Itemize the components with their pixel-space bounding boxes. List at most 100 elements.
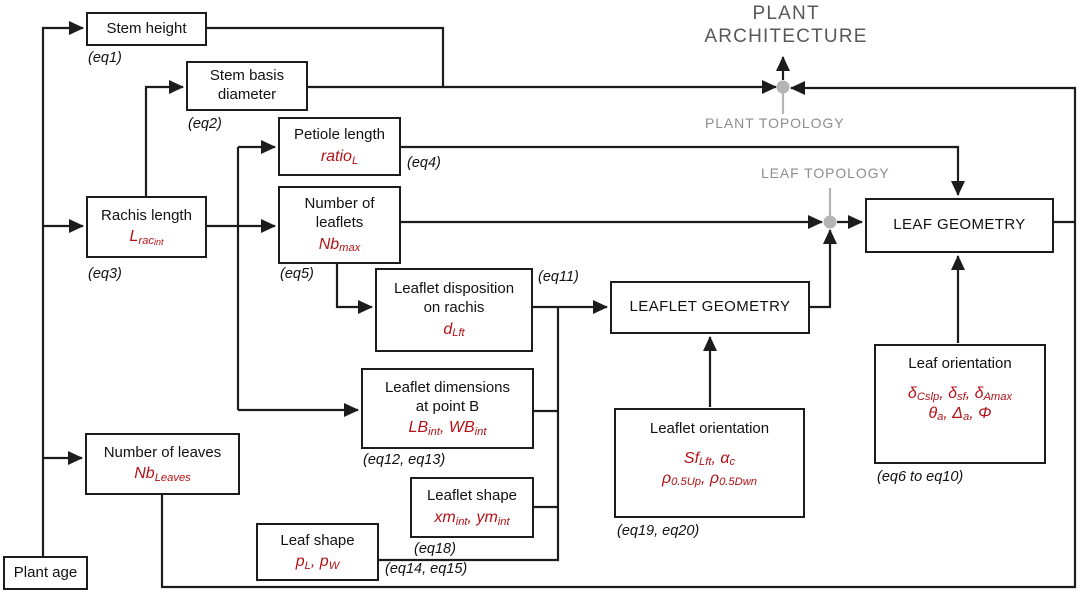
param-token: , [939,384,949,402]
param-token: L [129,228,139,246]
param-token: α [720,449,730,467]
param-token: 0.5Dwn [719,476,758,489]
plant-architecture-title: PLANT ARCHITECTURE [676,2,896,48]
param-token: Lft [699,456,712,469]
param-token: sf [956,391,966,404]
node-label: Leaflet shape [426,487,518,505]
param-token: rac [138,235,154,248]
node-leaflet-dimensions: Leaflet dimensions at point B LBint, WBi… [361,368,534,449]
param-token: Lft [452,327,465,340]
node-label: LEAFLET GEOMETRY [629,298,791,316]
param-token: WB [448,419,475,437]
leaf-topology-label: LEAF TOPOLOGY [761,165,890,181]
eq-label-18: (eq18) [414,541,456,557]
eq-label-6-10: (eq6 to eq10) [877,469,964,485]
param-token: L [304,560,311,573]
param-token: p [295,553,305,571]
title-line-1: PLANT [752,3,820,24]
node-label: Number of leaves [103,443,222,461]
param-token: θ [928,404,938,422]
node-label: LEAF GEOMETRY [893,216,1026,234]
param-token: int [455,515,468,528]
node-label: diameter [217,86,277,103]
plant-topology-node-dot [776,80,790,94]
node-plant-age: Plant age [3,556,88,590]
node-parameters: Lracint [130,227,164,247]
param-token: , [439,419,449,437]
param-token: LB [408,419,429,437]
eq-label-3: (eq3) [88,266,122,282]
param-token: ratio [320,147,352,165]
param-token: 0.5Up [671,476,702,489]
param-token: int [428,425,440,438]
node-label: Leaf shape [280,531,355,549]
node-parameters: pL, pW [296,552,340,572]
node-parameters: Nbmax [319,235,361,255]
param-token: , [467,508,477,526]
param-token: int [474,425,487,438]
param-token: , [310,553,320,571]
node-label: Number of [304,195,375,213]
node-stem-basis-diameter: Stem basis diameter [186,61,308,111]
node-parameters: δCslp, δsf, δAmax [908,384,1012,404]
eq-label-14-15: (eq14, eq15) [385,561,468,577]
param-token: c [729,456,736,469]
node-parameters: ρ0.5Up, ρ0.5Dwn [662,469,757,489]
param-token: Sf [683,449,700,467]
param-token: δ [948,384,957,402]
param-token: , [965,384,975,402]
param-token: , [711,449,721,467]
node-petiole-length: Petiole length ratioL [278,117,401,176]
node-label: at point B [415,397,480,415]
node-parameters: xmint, ymint [434,508,509,528]
node-leaf-geometry: LEAF GEOMETRY [865,198,1054,253]
node-label: Stem basis [209,67,285,85]
node-leaf-shape: Leaf shape pL, pW [256,523,379,581]
param-token: Nb [134,465,155,483]
node-label: Leaf orientation [908,355,1012,372]
node-parameters: NbLeaves [134,464,191,484]
node-label: Leaflet dimensions [384,378,511,396]
param-token: Δ [952,404,964,422]
param-token: Nb [318,235,340,253]
node-leaflet-disposition: Leaflet disposition on rachis dLft [375,268,533,352]
param-token: ρ [709,469,720,487]
node-leaflet-orientation: Leaflet orientation SfLft, αc ρ0.5Up, ρ0… [614,408,805,518]
param-token: ym [476,508,498,526]
param-token: Cslp [916,391,940,404]
param-token: Leaves [154,472,191,485]
param-token: a [937,411,944,424]
node-label: Stem height [106,19,187,37]
leaf-topology-node-dot [823,215,837,229]
eq-label-11: (eq11) [538,269,579,285]
param-token: L [351,154,359,167]
param-token: xm [434,508,456,526]
eq-label-2: (eq2) [188,116,222,132]
plant-topology-label: PLANT TOPOLOGY [705,115,845,131]
param-token: d [443,320,453,338]
node-label: Leaflet orientation [649,420,770,437]
node-label: leaflets [315,214,364,231]
node-leaflet-shape: Leaflet shape xmint, ymint [410,477,534,538]
eq-label-1: (eq1) [88,50,122,66]
param-token: , [969,404,979,422]
node-label: Leaflet disposition [393,280,515,298]
param-token: , [701,469,710,487]
node-label: on rachis [423,299,485,316]
node-leaf-orientation: Leaf orientation δCslp, δsf, δAmax θa, Δ… [874,344,1046,464]
node-number-of-leaves: Number of leaves NbLeaves [85,433,240,495]
param-token: Amax [983,391,1013,404]
eq-label-5: (eq5) [280,266,314,282]
node-stem-height: Stem height [86,12,207,46]
node-leaflet-geometry: LEAFLET GEOMETRY [610,281,810,334]
eq-label-19-20: (eq19, eq20) [617,523,700,539]
param-token: ρ [661,469,672,487]
node-parameters: LBint, WBint [409,418,487,438]
node-label: Petiole length [294,126,385,144]
param-token: a [963,411,970,424]
node-number-of-leaflets: Number of leaflets Nbmax [278,186,401,264]
param-token: p [319,553,329,571]
node-label: Rachis length [101,206,192,224]
